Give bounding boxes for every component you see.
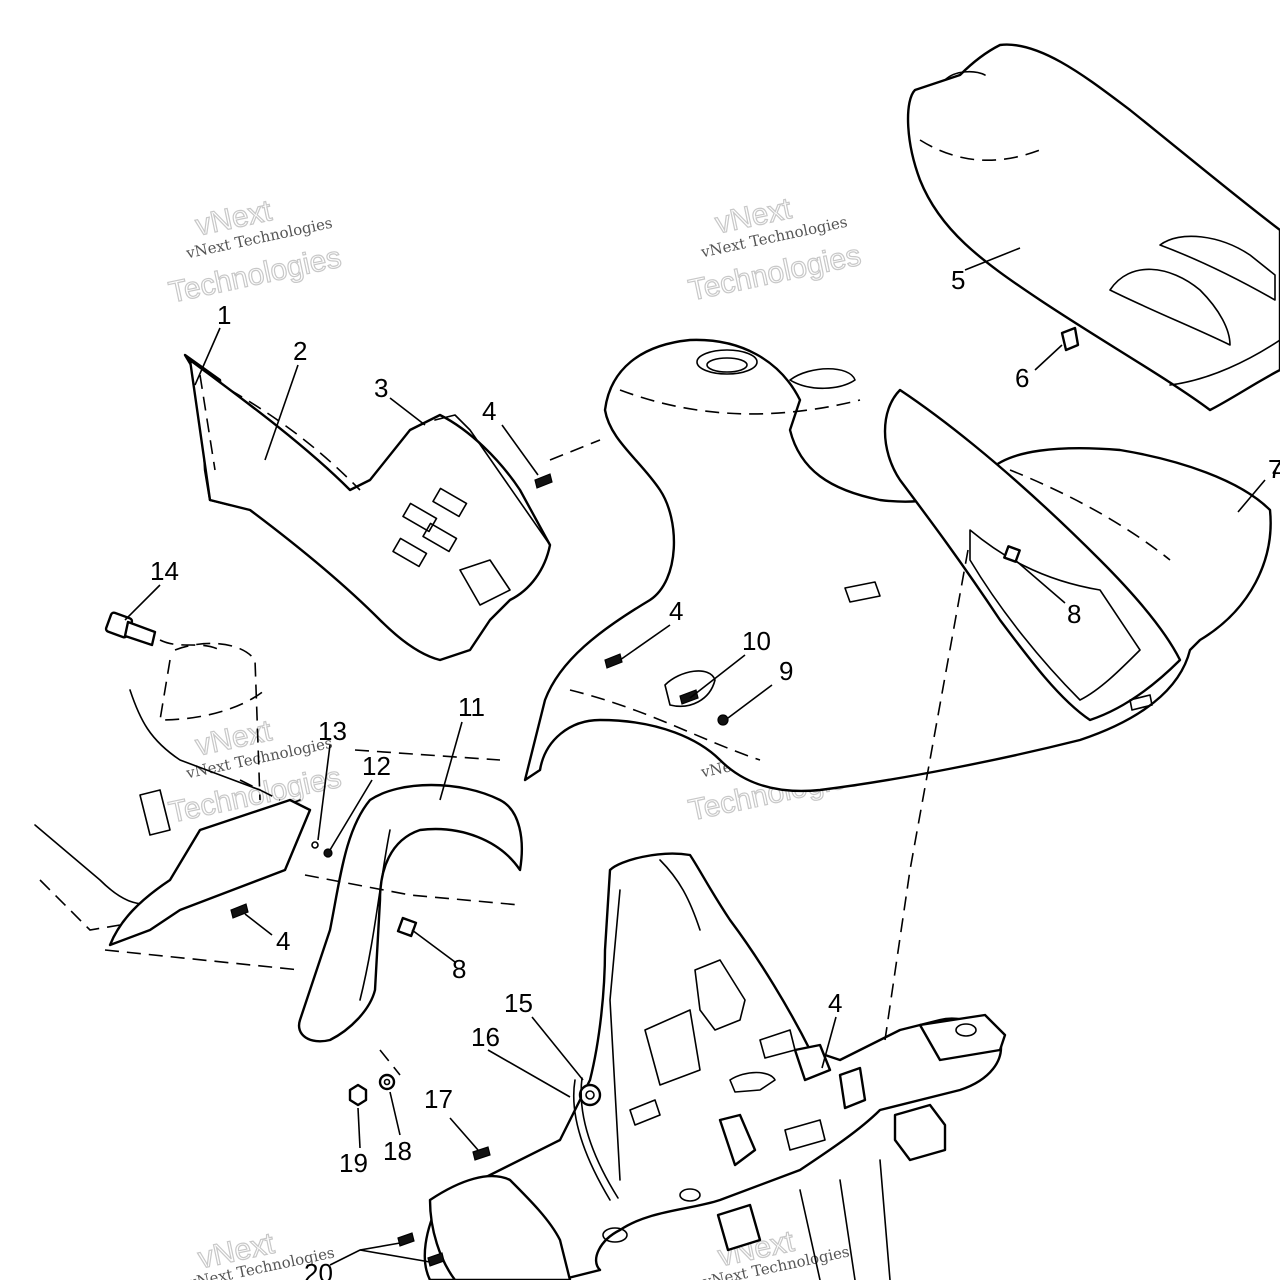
- part-9-nut: [717, 714, 729, 726]
- watermark-bottom-center: vNext vNext Technologies: [701, 1224, 851, 1280]
- part-16-cable: [572, 1077, 619, 1201]
- callout-7: 7: [1268, 454, 1280, 484]
- callout-4: 4: [828, 988, 842, 1018]
- part-5-seat: [906, 43, 1280, 412]
- part-7-front-body: [523, 338, 1272, 793]
- part-3-inner-fender-panel: [392, 414, 551, 606]
- part-18-washer: [378, 1073, 396, 1091]
- callout-8: 8: [452, 954, 466, 984]
- watermark-top-left: vNext vNext Technologies Technologies: [165, 194, 344, 311]
- alignment-lines: [304, 439, 969, 1076]
- footrest-assembly: [34, 642, 312, 971]
- watermark-bottom-left: vNext vNext Technologies: [186, 1226, 336, 1280]
- callout-17: 17: [424, 1084, 453, 1114]
- part-17-screw: [472, 1146, 491, 1161]
- callout-3: 3: [374, 373, 388, 403]
- callout-10: 10: [742, 626, 771, 656]
- part-11-fender-flare: [297, 783, 523, 1043]
- callout-4: 4: [669, 596, 683, 626]
- watermark-top-center: vNext vNext Technologies Technologies: [685, 192, 864, 309]
- callout-14: 14: [150, 556, 179, 586]
- callout-11: 11: [458, 692, 485, 722]
- callout-18: 18: [383, 1136, 412, 1166]
- callout-13: 13: [318, 716, 347, 746]
- callout-19: 19: [339, 1148, 368, 1178]
- callout-9: 9: [779, 656, 793, 686]
- part-20-bumper: [397, 1174, 572, 1280]
- part-10-screw: [664, 670, 716, 707]
- callout-2: 2: [293, 336, 307, 366]
- part-12-nut: [323, 848, 333, 858]
- callout-5: 5: [951, 265, 965, 295]
- callout-8: 8: [1067, 599, 1081, 629]
- callout-labels: 1 2 3 4 4 4 4 4 5 6 7 8 8 9 10 11 12 13 …: [150, 265, 1280, 1280]
- leader-lines: [124, 247, 1266, 1266]
- callout-4: 4: [482, 396, 496, 426]
- part-8-clip-nut: [396, 545, 1021, 938]
- callout-4: 4: [1272, 454, 1280, 484]
- callout-4: 4: [276, 926, 290, 956]
- callout-12: 12: [362, 751, 391, 781]
- callout-6: 6: [1015, 363, 1029, 393]
- part-15-bracket: [578, 1083, 602, 1107]
- callout-16: 16: [471, 1022, 500, 1052]
- watermark-mid-left: vNext vNext Technologies Technologies: [165, 714, 344, 831]
- callout-20: 20: [304, 1258, 333, 1280]
- part-6-clip: [1060, 326, 1080, 352]
- part-19-nut: [348, 1083, 368, 1107]
- callout-1: 1: [217, 300, 231, 330]
- part-13-washer: [311, 841, 319, 849]
- part-2-inner-panel: [188, 358, 552, 662]
- callout-15: 15: [504, 988, 533, 1018]
- frame-assembly: [423, 852, 1007, 1280]
